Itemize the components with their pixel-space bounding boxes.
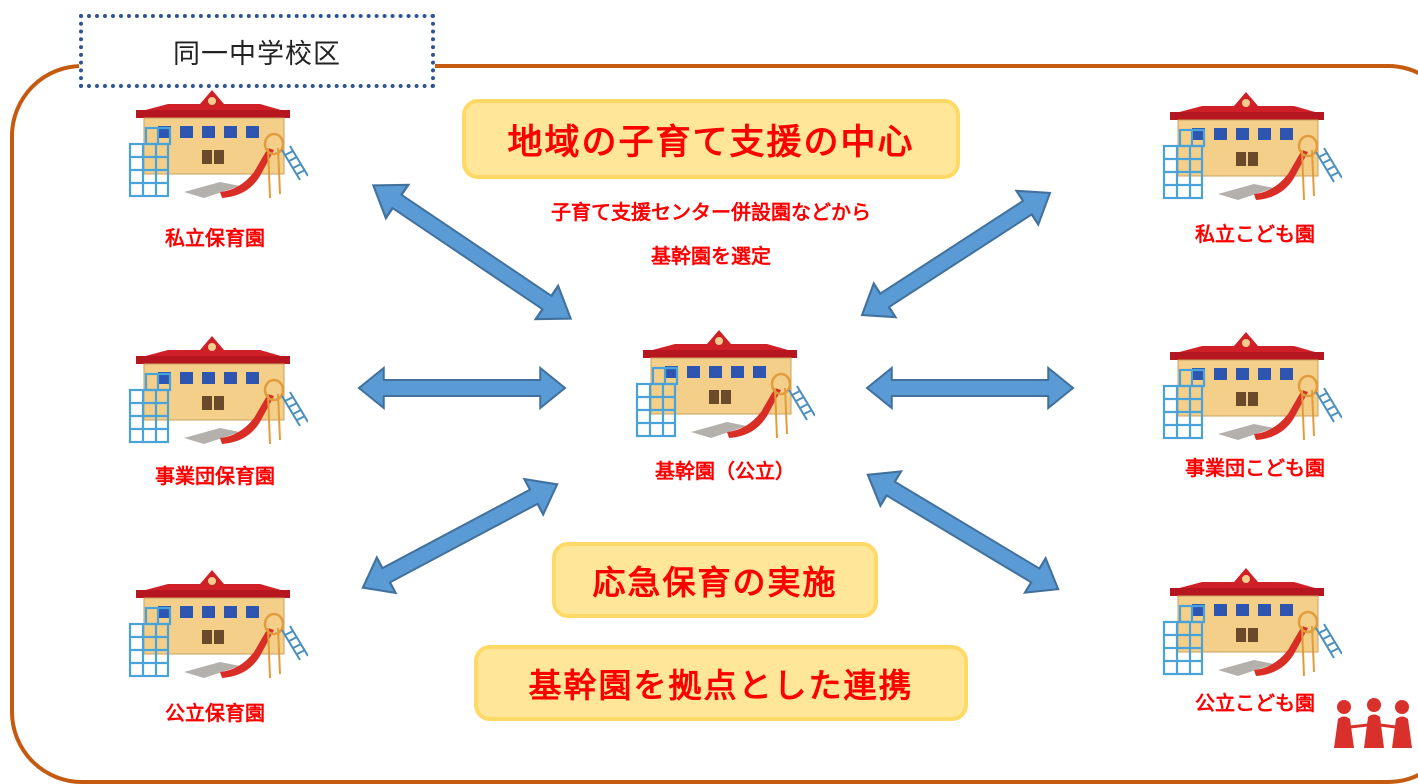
central-school-label: 基幹園（公立） bbox=[655, 459, 795, 483]
public-nursery-label: 公立保育園 bbox=[165, 701, 265, 725]
business-nursery-label: 事業団保育園 bbox=[155, 464, 275, 488]
public-nursery-building-icon bbox=[128, 568, 308, 688]
district-label: 同一中学校区 bbox=[79, 14, 435, 88]
private-kodomo-building-icon bbox=[1162, 90, 1342, 210]
business-nursery-building-icon bbox=[128, 334, 308, 454]
arrow-business-kodomo bbox=[865, 366, 1075, 410]
network-callout: 基幹園を拠点とした連携 bbox=[474, 645, 968, 721]
emergency-callout: 応急保育の実施 bbox=[552, 542, 878, 618]
arrow-business-nursery bbox=[357, 366, 567, 410]
selection-note-line2: 基幹園を選定 bbox=[651, 244, 771, 268]
selection-note-line1: 子育て支援センター併設園などから bbox=[551, 200, 871, 224]
business-kodomo-label: 事業団こども園 bbox=[1185, 456, 1325, 480]
business-kodomo-building-icon bbox=[1162, 330, 1342, 450]
public-kodomo-building-icon bbox=[1162, 566, 1342, 686]
arrow-public-nursery bbox=[352, 465, 568, 607]
private-nursery-label: 私立保育園 bbox=[165, 226, 265, 250]
private-nursery-building-icon bbox=[128, 88, 308, 208]
central-school-building-icon bbox=[635, 328, 815, 448]
children-mascot-icon bbox=[1334, 698, 1412, 748]
hub-callout: 地域の子育て支援の中心 bbox=[462, 99, 960, 179]
private-kodomo-label: 私立こども園 bbox=[1195, 222, 1315, 246]
public-kodomo-label: 公立こども園 bbox=[1195, 691, 1315, 715]
arrow-public-kodomo bbox=[856, 456, 1070, 608]
